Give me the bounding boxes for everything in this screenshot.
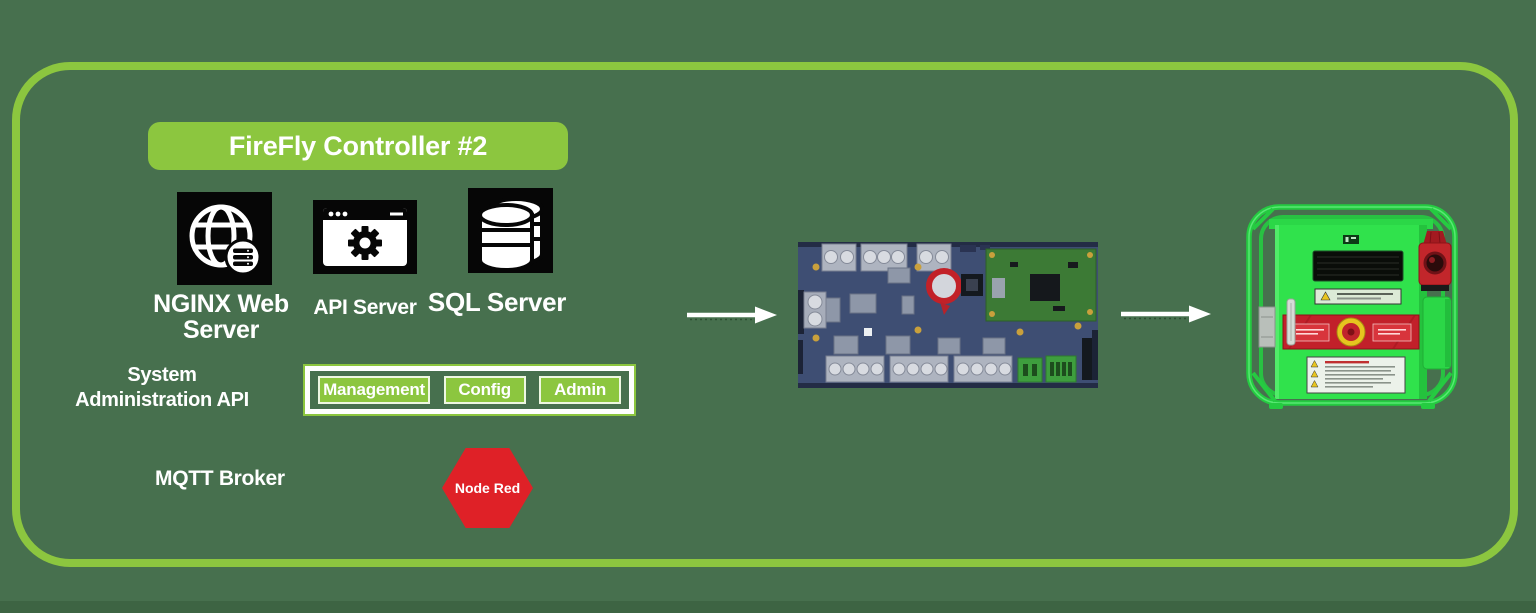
bottom-terminal-blocks [825,355,1013,383]
controller-to-pcb-arrow-icon [686,303,778,334]
config-button: Config [443,376,526,404]
api-button-bar-frame: Management Config Admin [305,366,634,414]
management-button-label: Management [323,380,426,399]
api-server-label: API Server [313,296,417,319]
green-connectors [1017,355,1077,383]
globe-server-icon [177,192,272,285]
controller-title-badge: FireFly Controller #2 [148,122,568,170]
node-red-label: Node Red [454,480,521,496]
management-button: Management [318,376,431,404]
database-stack-icon [468,188,553,273]
browser-gear-icon [313,200,417,274]
config-button-label: Config [458,380,511,399]
bottom-edge-strip [0,601,1536,613]
pcb-to-cabinet-arrow-icon [1120,302,1212,333]
sql-server-label: SQL Server [427,287,567,317]
firefly-field-controller-cabinet-image [1243,197,1463,413]
admin-button: Admin [539,376,621,404]
mqtt-broker-label: MQTT Broker [155,467,285,490]
admin-button-label: Admin [554,380,607,399]
system-administration-api-label: System Administration API [75,364,249,411]
api-button-bar: Management Config Admin [303,364,636,416]
controller-title: FireFly Controller #2 [228,130,488,161]
controller-circuit-board-image [798,242,1098,388]
top-terminal-blocks [821,243,990,272]
green-daughterboard [985,248,1097,322]
nginx-web-server-label: NGINX Web Server [153,290,289,345]
controller-boundary-outline [12,62,1518,567]
